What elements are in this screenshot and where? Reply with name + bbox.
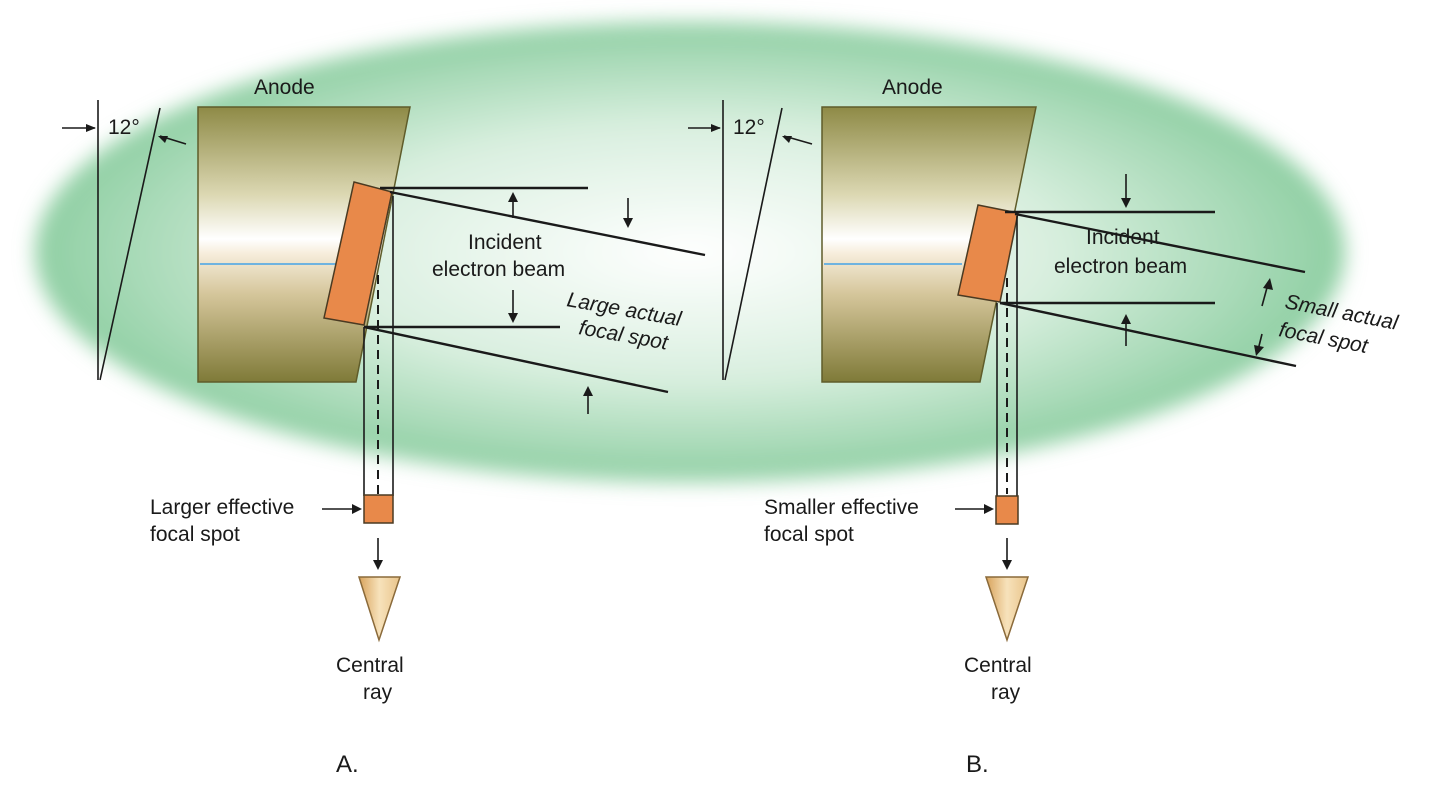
angle-indicator-b: 12° [688, 100, 813, 381]
panel-a: 12° Anode Incident electron beam La [62, 76, 706, 778]
anode-block-b [821, 106, 1037, 383]
electron-beam-lines-b [999, 210, 1306, 368]
dimension-arrows-a [508, 192, 633, 414]
anode-label-a: Anode [254, 76, 315, 99]
angle-label-a: 12° [108, 116, 140, 139]
dimension-arrows-b [1121, 174, 1273, 356]
angle-label-b: 12° [733, 116, 765, 139]
panel-letter-b: B. [966, 751, 989, 778]
projection-column-b [996, 216, 1018, 496]
ray-label-b-1: Central [964, 654, 1032, 677]
panel-b: 12° Anode Incident electron beam Small a… [688, 76, 1401, 778]
projection-column-a [363, 196, 394, 496]
anode-label-b: Anode [882, 76, 943, 99]
effective-focal-spot-a [363, 494, 394, 524]
beam-label-a-1: Incident [468, 231, 542, 254]
ray-label-a-2: ray [363, 681, 393, 704]
ray-label-a-1: Central [336, 654, 404, 677]
beam-label-b-1: Incident [1086, 226, 1160, 249]
effective-label-a-2: focal spot [150, 523, 240, 546]
ray-label-b-2: ray [991, 681, 1021, 704]
actual-focal-spot-a [323, 181, 393, 326]
effective-label-b-2: focal spot [764, 523, 854, 546]
effective-focal-spot-b [995, 495, 1019, 525]
beam-label-b-2: electron beam [1054, 255, 1187, 278]
effective-label-b-1: Smaller effective [764, 496, 919, 519]
panel-letter-a: A. [336, 751, 359, 778]
beam-label-a-2: electron beam [432, 258, 565, 281]
effective-label-a-1: Larger effective [150, 496, 294, 519]
central-ray-arrow-a [357, 538, 402, 643]
angle-indicator-a: 12° [62, 100, 187, 381]
electron-beam-lines-a [363, 186, 706, 394]
central-ray-arrow-b [984, 538, 1030, 643]
